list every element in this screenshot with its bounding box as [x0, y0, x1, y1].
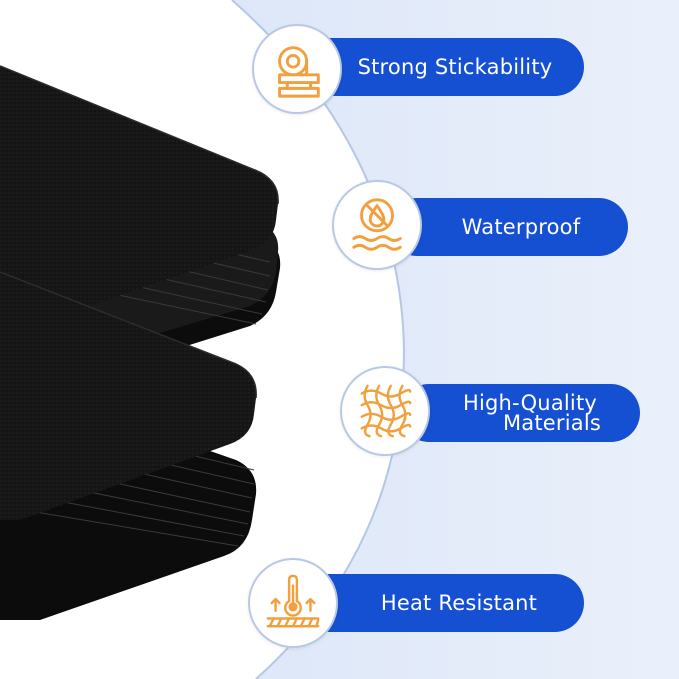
feature-label-line1: High-Quality: [462, 391, 598, 415]
feature-pill-heat-resistant: Heat Resistant: [298, 574, 584, 632]
feature-badge-heat-resistant: [248, 558, 338, 648]
lower-strip-stack: [0, 271, 257, 620]
feature-label: Strong Stickability: [357, 55, 553, 79]
tape-roll-icon: [278, 46, 320, 98]
feature-label: Heat Resistant: [380, 591, 538, 615]
feature-label-line2: Materials: [502, 411, 602, 435]
feature-pill-waterproof: Waterproof: [388, 198, 628, 256]
feature-badge-strong-stickability: [252, 24, 342, 114]
feature-badge-high-quality-materials: [340, 366, 430, 456]
feature-pill-high-quality-materials: High-Quality Materials: [400, 384, 640, 442]
black-strips-stack-image: [0, 65, 281, 620]
woven-fabric-icon: [360, 384, 412, 438]
feature-label: Waterproof: [461, 215, 581, 239]
feature-badge-waterproof: [332, 180, 422, 270]
feature-pill-strong-stickability: Strong Stickability: [300, 38, 584, 96]
waterproof-drop-icon: [352, 198, 402, 251]
thermometer-heat-icon: [266, 574, 320, 628]
